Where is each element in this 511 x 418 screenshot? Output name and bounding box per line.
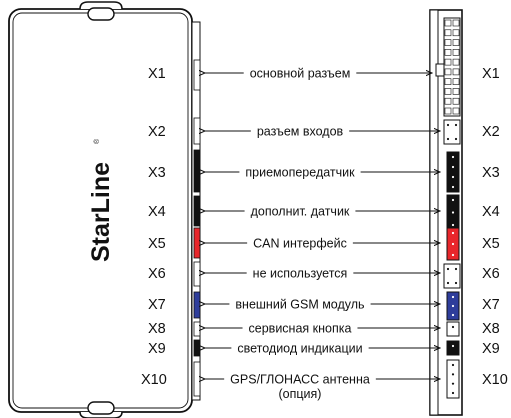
connector-row-x2: X2 X2 разъем входов: [148, 124, 500, 140]
connector-label: GPS/ГЛОНАСС антенна: [230, 373, 370, 387]
connector-row-x3: X3 X3 приемопередатчик: [148, 165, 500, 181]
front-connector-mark: [193, 227, 201, 259]
connector-id-left: X2: [148, 124, 166, 140]
connector-row-x6: X6 X6 не используется: [148, 266, 500, 282]
connector-row-x5: X5 X5 CAN интерфейс: [148, 236, 500, 252]
front-connector-mark: [193, 59, 201, 91]
front-connector-mark: [193, 195, 201, 227]
side-connector-x2: [443, 119, 461, 145]
connector-label: не используется: [253, 267, 348, 281]
connector-row-x7: X7 X7 внешний GSM модуль: [148, 297, 500, 313]
connector-id-right: X4: [482, 204, 500, 220]
side-connector-x7: [446, 291, 460, 321]
connector-sublabel: (опция): [279, 387, 322, 401]
side-connector-x4: [446, 194, 460, 231]
side-connector-x5: [446, 227, 460, 261]
brand-logo: StarLine: [87, 162, 115, 262]
front-connector-mark: [193, 261, 201, 287]
connector-id-right: X8: [482, 321, 500, 337]
connector-id-left: X6: [148, 266, 166, 282]
side-connector-x1: [435, 17, 461, 117]
side-connector-x10: [446, 359, 460, 399]
connector-id-right: X9: [482, 341, 500, 357]
connector-row-x10: X10 X10 GPS/ГЛОНАСС антенна(опция): [141, 372, 508, 401]
connector-row-x1: X1 X1 основной разъем: [148, 66, 500, 82]
front-connector-mark: [193, 149, 201, 193]
side-connector-x6: [443, 263, 461, 289]
connector-id-right: X1: [482, 66, 500, 82]
connector-label: приемопередатчик: [245, 166, 355, 180]
connector-id-right: X3: [482, 165, 500, 181]
connector-id-right: X7: [482, 297, 500, 313]
front-connector-mark: [193, 117, 201, 145]
connector-label: разъем входов: [257, 125, 344, 139]
connector-label: CAN интерфейс: [253, 237, 347, 251]
side-connector-x8: [446, 321, 460, 337]
connector-id-right: X6: [482, 266, 500, 282]
connector-row-x8: X8 X8 сервисная кнопка: [148, 321, 500, 337]
unit-front-view: StarLine ®: [8, 1, 201, 418]
connector-id-left: X7: [148, 297, 166, 313]
front-connector-mark: [193, 291, 201, 319]
connector-id-right: X10: [482, 372, 508, 388]
brand-registered-mark: ®: [93, 138, 101, 144]
connector-id-right: X5: [482, 236, 500, 252]
connector-id-left: X1: [148, 66, 166, 82]
front-connector-mark: [193, 361, 201, 397]
connector-label: основной разъем: [250, 67, 351, 81]
connector-label: сервисная кнопка: [249, 322, 352, 336]
front-connector-mark: [193, 321, 201, 337]
connector-row-x9: X9 X9 светодиод индикации: [148, 341, 500, 357]
connector-id-right: X2: [482, 124, 500, 140]
side-connector-x9: [446, 340, 460, 356]
connector-id-left: X9: [148, 341, 166, 357]
connector-id-left: X5: [148, 236, 166, 252]
connector-row-x4: X4 X4 дополнит. датчик: [148, 204, 500, 220]
unit-side-view: [429, 9, 463, 416]
front-connector-mark: [193, 339, 201, 357]
connector-id-left: X10: [141, 372, 167, 388]
connector-id-left: X4: [148, 204, 166, 220]
connector-label: светодиод индикации: [237, 342, 362, 356]
connector-label: внешний GSM модуль: [235, 298, 364, 312]
side-connector-x3: [446, 151, 460, 193]
connector-id-left: X3: [148, 165, 166, 181]
connector-label: дополнит. датчик: [251, 205, 350, 219]
connector-id-left: X8: [148, 321, 166, 337]
